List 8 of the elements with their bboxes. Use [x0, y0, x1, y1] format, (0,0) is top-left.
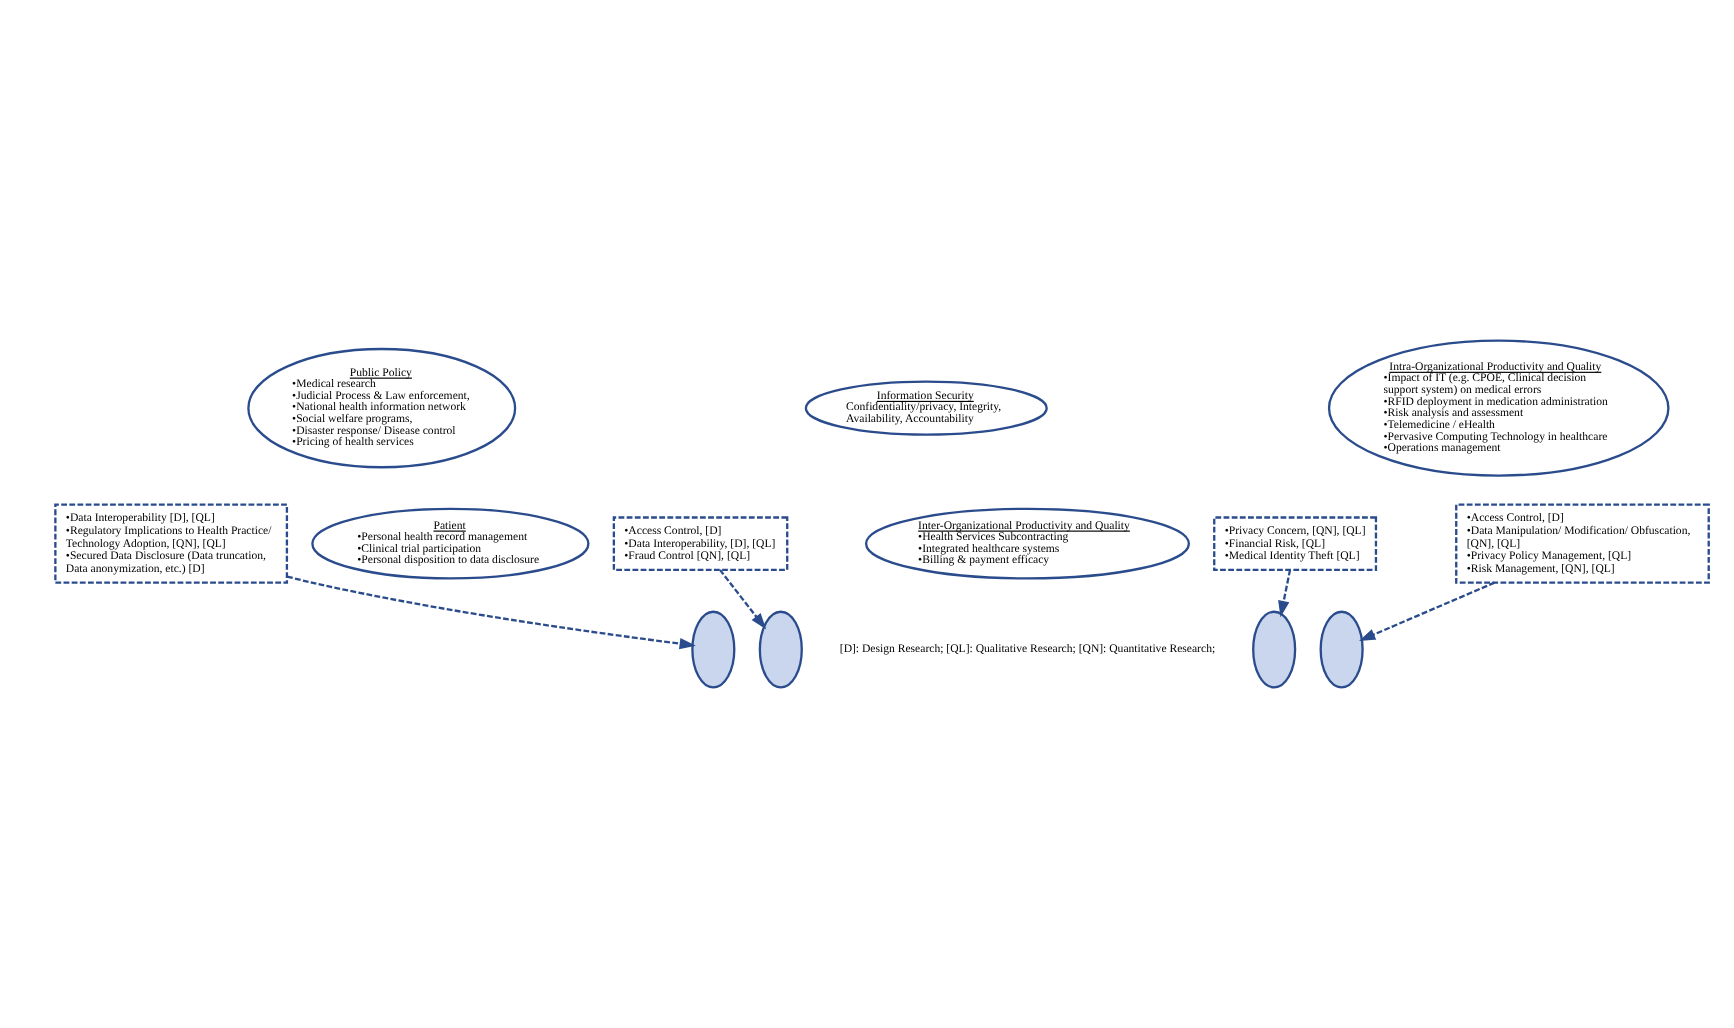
node-lens — [758, 610, 803, 689]
arrow — [719, 569, 767, 630]
arrow — [1359, 581, 1495, 641]
node-lens — [1252, 610, 1297, 689]
arrow — [286, 575, 696, 650]
node-lens — [691, 610, 736, 689]
node-lens — [1319, 610, 1364, 689]
arrow — [1278, 569, 1292, 618]
